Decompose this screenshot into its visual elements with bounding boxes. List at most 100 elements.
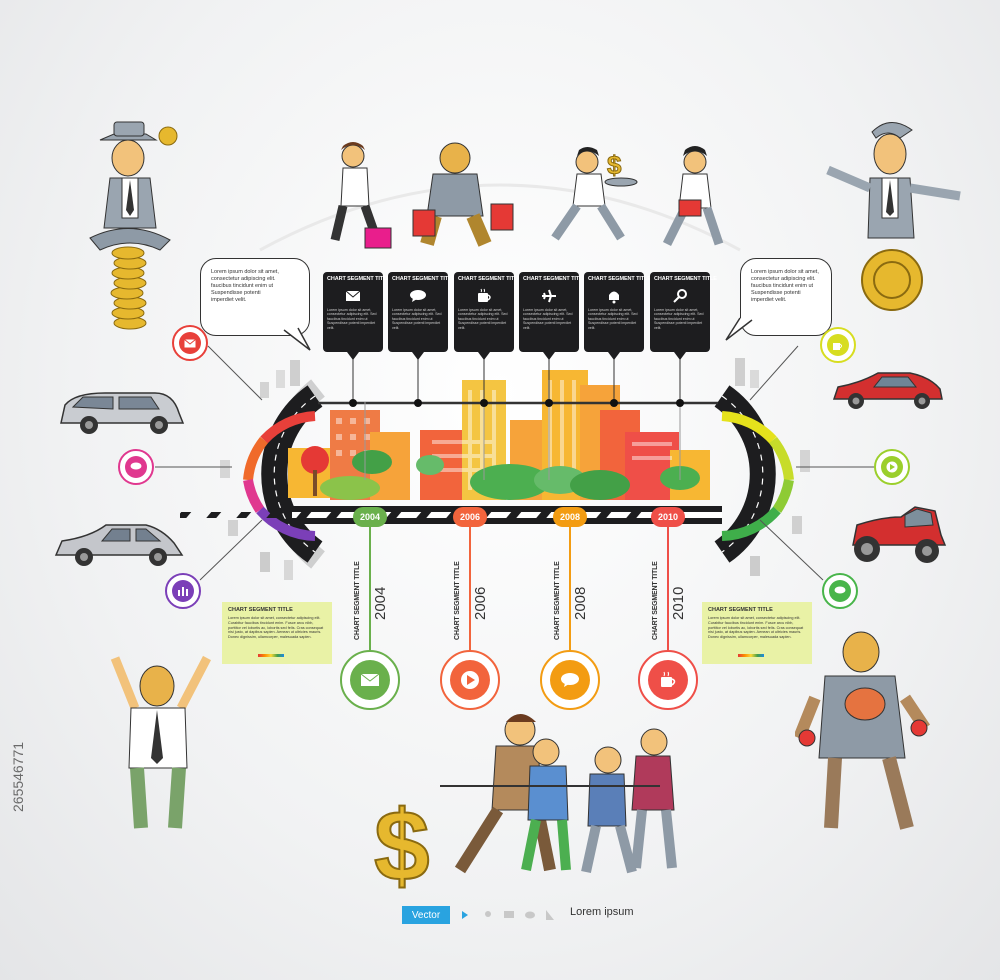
- stock-id-watermark: 265546771: [10, 741, 26, 812]
- note-title: CHART SEGMENT TITLE: [228, 607, 293, 613]
- magnifier-icon: [485, 911, 491, 917]
- coffee-icon: [471, 287, 497, 305]
- footer-caption: Lorem ipsum: [570, 906, 634, 918]
- bubble-tail-right: [725, 317, 753, 341]
- businessman-figure: [521, 738, 571, 871]
- footer-icons: [462, 910, 554, 920]
- left-road-arc: [220, 360, 326, 580]
- businessman-figure: [662, 146, 724, 247]
- bubble-line: imperdiet velit.: [751, 297, 787, 303]
- coffee-icon: [648, 660, 688, 700]
- segment-card-2: CHART SEGMENT TITLE Lorem ipsum dolor si…: [388, 272, 455, 360]
- note-title: CHART SEGMENT TITLE: [708, 607, 773, 613]
- businessman-figure: [454, 714, 556, 874]
- side-icon-right-2: [874, 449, 910, 485]
- coffee-icon: [827, 334, 849, 356]
- silver-van-illustration: [60, 392, 185, 434]
- businessman-figure: [330, 142, 392, 249]
- segment-card-1: CHART SEGMENT TITLE Lorem ipsum dolor si…: [323, 272, 390, 360]
- chat-icon: [125, 456, 147, 478]
- businessman-figure: [631, 728, 677, 869]
- chat-icon: [829, 580, 851, 602]
- bar-chart-icon: [172, 580, 194, 602]
- timeline-circle-2010: [638, 650, 698, 710]
- year-badge-2004: 2004: [353, 507, 387, 527]
- bell-icon: [601, 287, 627, 305]
- segment-card-5: CHART SEGMENT TITLE Lorem ipsum dolor si…: [584, 272, 651, 360]
- timeline-label: CHART SEGMENT TITLE: [354, 561, 361, 640]
- bubble-line: consectetur adipiscing elit.: [211, 276, 276, 282]
- side-icon-left-1: [172, 325, 208, 361]
- tug-of-war-illustration: $: [373, 714, 677, 890]
- chat-icon: [525, 911, 535, 919]
- card-title: CHART SEGMENT TITLE: [458, 276, 521, 282]
- businessman-figure: $: [551, 147, 638, 241]
- timeline-year-vertical: 2006: [472, 586, 489, 620]
- card-text: Lorem ipsum dolor sit amet, consectetur …: [654, 308, 704, 330]
- chat-icon: [550, 660, 590, 700]
- bubble-line: Lorem ipsum dolor sit amet,: [211, 269, 279, 275]
- speech-bubble-left: Lorem ipsum dolor sit amet, consectetur …: [200, 258, 310, 336]
- magnifier-icon: [667, 287, 693, 305]
- side-icon-left-2: [118, 449, 154, 485]
- airplane-icon: [536, 287, 562, 305]
- svg-text:$: $: [607, 150, 622, 180]
- silver-car-illustration: [54, 524, 184, 566]
- bell-icon: [546, 910, 554, 920]
- note-text: Lorem ipsum dolor sit amet, consectetur …: [708, 616, 804, 640]
- speech-bubble-right: Lorem ipsum dolor sit amet, consectetur …: [740, 258, 832, 336]
- businessman-figure: [412, 142, 514, 247]
- card-text: Lorem ipsum dolor sit amet, consectetur …: [588, 308, 638, 330]
- play-icon: [881, 456, 903, 478]
- timeline-circle-2006: [440, 650, 500, 710]
- side-icon-right-1: [820, 327, 856, 363]
- card-text: Lorem ipsum dolor sit amet, consectetur …: [392, 308, 442, 330]
- play-icon: [462, 911, 468, 919]
- year-badge-2006: 2006: [453, 507, 487, 527]
- card-text: Lorem ipsum dolor sit amet, consectetur …: [458, 308, 508, 330]
- mail-icon: [340, 287, 366, 305]
- timeline-pin: [545, 399, 553, 407]
- year-badge-2010: 2010: [651, 507, 685, 527]
- play-icon: [450, 660, 490, 700]
- mail-icon: [350, 660, 390, 700]
- bubble-line: consectetur adipiscing elit.: [751, 276, 816, 282]
- mail-icon: [179, 332, 201, 354]
- bubble-line: imperdiet velit.: [211, 297, 247, 303]
- bubble-line: Suspendisse potenti: [211, 290, 261, 296]
- mail-icon: [504, 911, 514, 918]
- timeline-label: CHART SEGMENT TITLE: [454, 561, 461, 640]
- timeline-label: CHART SEGMENT TITLE: [652, 561, 659, 640]
- businessman-figure: [581, 746, 637, 874]
- timeline-circle-2008: [540, 650, 600, 710]
- card-title: CHART SEGMENT TITLE: [523, 276, 586, 282]
- card-title: CHART SEGMENT TITLE: [654, 276, 717, 282]
- vector-badge: Vector: [402, 906, 450, 924]
- timeline-pin: [414, 399, 422, 407]
- timeline-pin: [676, 399, 684, 407]
- timeline-pin: [480, 399, 488, 407]
- man-on-coin-wheel-illustration: [826, 122, 961, 311]
- side-icon-right-3: [822, 573, 858, 609]
- cheering-man-illustration: [110, 655, 211, 829]
- card-text: Lorem ipsum dolor sit amet, consectetur …: [523, 308, 573, 330]
- card-text: Lorem ipsum dolor sit amet, consectetur …: [327, 308, 377, 330]
- city-road-scene: [180, 358, 810, 580]
- year-badge-2008: 2008: [553, 507, 587, 527]
- red-sports-car-illustration: [832, 372, 943, 409]
- side-icon-left-3: [165, 573, 201, 609]
- red-vintage-car-illustration: [852, 506, 947, 563]
- bubble-line: faucibus tincidunt enim ut: [751, 283, 814, 289]
- bubble-tail-left: [283, 327, 311, 351]
- bubble-line: Suspendisse potenti: [751, 290, 801, 296]
- card-title: CHART SEGMENT TITLE: [588, 276, 651, 282]
- timeline-year-vertical: 2010: [670, 586, 687, 620]
- segment-card-4: CHART SEGMENT TITLE Lorem ipsum dolor si…: [519, 272, 586, 360]
- card-title: CHART SEGMENT TITLE: [392, 276, 455, 282]
- bubble-line: faucibus tincidunt enim ut: [211, 283, 274, 289]
- card-title: CHART SEGMENT TITLE: [327, 276, 390, 282]
- timeline-pin: [610, 399, 618, 407]
